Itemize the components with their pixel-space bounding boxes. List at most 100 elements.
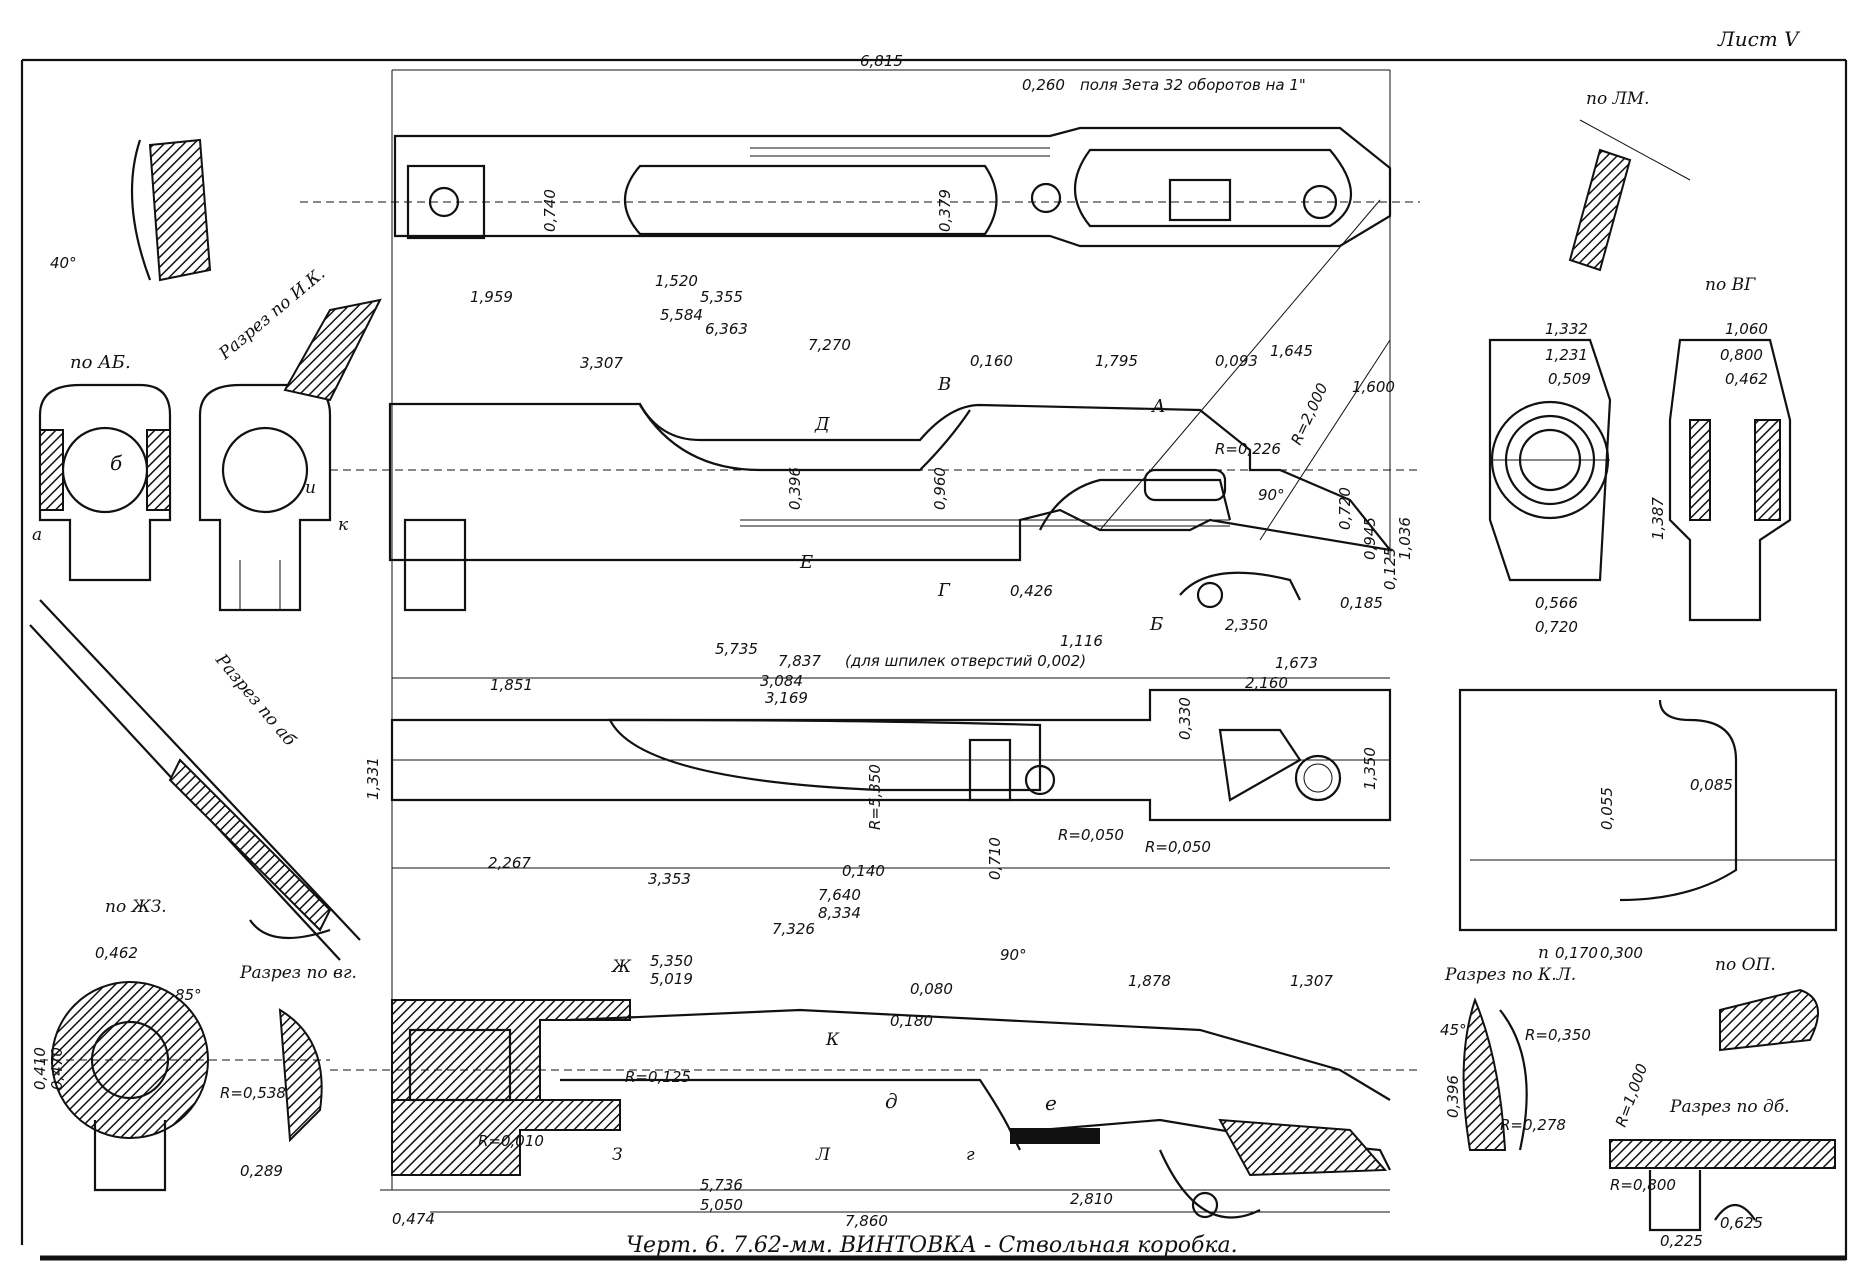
dim-0170: 0,170 xyxy=(1555,944,1598,962)
dim-thread-note: поля Зета 32 оборотов на 1" xyxy=(1080,76,1306,94)
dim-2810: 2,810 xyxy=(1070,1190,1113,1208)
dim-1350: 1,350 xyxy=(1361,747,1379,790)
detail-view-OP xyxy=(1458,688,1838,1052)
dim-1795: 1,795 xyxy=(1095,352,1138,370)
dim-5355: 5,355 xyxy=(700,288,743,306)
dim-5350: 5,350 xyxy=(650,952,693,970)
letter-G: Г xyxy=(937,580,951,601)
dim-R5350: R=5,350 xyxy=(866,764,884,830)
dim-5050: 5,050 xyxy=(700,1196,743,1214)
dim-7860: 7,860 xyxy=(845,1212,888,1230)
dim-0396b: 0,396 xyxy=(1444,1075,1462,1118)
dim-0462: 0,462 xyxy=(1725,370,1768,388)
dim-0625: 0,625 xyxy=(1720,1214,1763,1232)
dim-1387: 1,387 xyxy=(1649,497,1667,540)
sheet-number: Лист V xyxy=(1717,27,1801,51)
label-po-AB: по АБ. xyxy=(70,352,131,373)
letter-k: к xyxy=(338,515,349,535)
label-po-VG: по ВГ xyxy=(1705,275,1756,295)
letter-E: Е xyxy=(799,552,813,573)
section-IK-detail xyxy=(130,138,382,402)
dim-3084: 3,084 xyxy=(760,672,803,690)
letter-a: а xyxy=(32,525,42,545)
end-view-ZhZ xyxy=(40,981,330,1192)
dim-1673: 1,673 xyxy=(1275,654,1318,672)
label-razrez-KL: Разрез по К.Л. xyxy=(1444,965,1576,985)
dim-R1000: R=1,000 xyxy=(1612,1061,1651,1129)
letter-D: Д xyxy=(814,414,830,435)
letter-d: д xyxy=(885,1089,898,1113)
dim-0300: 0,300 xyxy=(1600,944,1643,962)
dim-R0050b: R=0,050 xyxy=(1145,838,1211,856)
letter-e: е xyxy=(1045,1091,1057,1115)
dim-1060: 1,060 xyxy=(1725,320,1768,338)
sheet-border xyxy=(20,58,1848,1261)
end-view-cylinder xyxy=(1488,338,1612,582)
dim-1520: 1,520 xyxy=(655,272,698,290)
label-razrez-vg: Разрез по вг. xyxy=(239,963,357,983)
dim-0140: 0,140 xyxy=(842,862,885,880)
dim-0740: 0,740 xyxy=(541,189,559,232)
dim-0509: 0,509 xyxy=(1548,370,1591,388)
dim-hole-note: (для шпилек отверстий 0,002) xyxy=(845,652,1086,670)
dim-0470: 0,470 xyxy=(48,1047,66,1090)
section-de-detail xyxy=(1609,1139,1836,1232)
dim-0410: 0,410 xyxy=(31,1047,49,1090)
dim-R0350: R=0,350 xyxy=(1525,1026,1591,1044)
dim-0125: 0,125 xyxy=(1381,547,1399,590)
letter-p: п xyxy=(1538,943,1549,963)
dim-R0010: R=0,010 xyxy=(478,1132,544,1150)
dim-1851: 1,851 xyxy=(490,676,533,694)
end-view-VG xyxy=(1668,338,1792,622)
dim-0426: 0,426 xyxy=(1010,582,1053,600)
dim-6363: 6,363 xyxy=(705,320,748,338)
section-KL-detail xyxy=(1462,997,1528,1151)
dim-1600: 1,600 xyxy=(1352,378,1395,396)
dim-1878: 1,878 xyxy=(1128,972,1171,990)
dim-0945: 0,945 xyxy=(1361,517,1379,560)
dim-angle-40: 40° xyxy=(50,254,77,272)
dim-3307: 3,307 xyxy=(580,354,623,372)
dim-3353: 3,353 xyxy=(648,870,691,888)
label-po-LM: по ЛМ. xyxy=(1586,89,1650,109)
dim-5736: 5,736 xyxy=(700,1176,743,1194)
dim-0080: 0,080 xyxy=(910,980,953,998)
dim-1307: 1,307 xyxy=(1290,972,1333,990)
dim-R2000: R=2,000 xyxy=(1287,380,1331,447)
dim-R0800: R=0,800 xyxy=(1610,1176,1676,1194)
dim-0379: 0,379 xyxy=(936,189,954,232)
side-view xyxy=(330,199,1420,612)
dim-angle-90: 90° xyxy=(1258,486,1285,504)
dim-0260: 0,260 xyxy=(1022,76,1065,94)
dim-top-overall: 6,815 xyxy=(860,52,903,70)
dim-1332: 1,332 xyxy=(1545,320,1588,338)
end-view-AB xyxy=(38,383,172,582)
dim-R0226: R=0,226 xyxy=(1215,440,1281,458)
bottom-plan-view xyxy=(390,677,1392,869)
dim-0960: 0,960 xyxy=(931,467,949,510)
dim-2267: 2,267 xyxy=(488,854,531,872)
label-po-ZhZ: по ЖЗ. xyxy=(105,897,167,917)
dim-0185: 0,185 xyxy=(1340,594,1383,612)
letter-g: г xyxy=(966,1145,975,1165)
dim-1331: 1,331 xyxy=(364,757,382,800)
label-po-OP: по ОП. xyxy=(1715,955,1776,975)
dim-0720: 0,720 xyxy=(1336,487,1354,530)
dim-7837: 7,837 xyxy=(778,652,821,670)
label-razrez-de: Разрез по дб. xyxy=(1669,1097,1790,1117)
dim-5735: 5,735 xyxy=(715,640,758,658)
dim-5019: 5,019 xyxy=(650,970,693,988)
dim-1959: 1,959 xyxy=(470,288,513,306)
dim-1645: 1,645 xyxy=(1270,342,1313,360)
letter-L: Л xyxy=(815,1145,831,1165)
dim-R0125: R=0,125 xyxy=(625,1068,691,1086)
dim-0330: 0,330 xyxy=(1176,697,1194,740)
dim-angle-90b: 90° xyxy=(1000,946,1027,964)
dim-R0050a: R=0,050 xyxy=(1058,826,1124,844)
dim-0396: 0,396 xyxy=(786,467,804,510)
letter-B: Б xyxy=(1149,614,1163,635)
dim-0474: 0,474 xyxy=(392,1210,435,1228)
dim-0289: 0,289 xyxy=(240,1162,283,1180)
dim-0710: 0,710 xyxy=(986,837,1004,880)
dim-2350: 2,350 xyxy=(1225,616,1268,634)
